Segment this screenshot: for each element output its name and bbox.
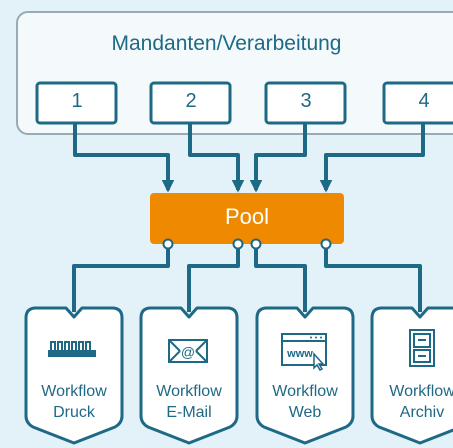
client-label-3: 3 bbox=[300, 90, 312, 112]
workflow-title: Workflow bbox=[389, 383, 453, 400]
client-boxes bbox=[35, 81, 453, 125]
client-connectors bbox=[73, 118, 425, 193]
workflow-subtitle: Druck bbox=[53, 404, 95, 421]
workflow-label-web: Workflow Web bbox=[255, 381, 355, 423]
diagram-title: Mandanten/Verarbeitung bbox=[111, 32, 342, 55]
workflow-label-email: Workflow E-Mail bbox=[139, 381, 239, 423]
printer-icon bbox=[48, 341, 96, 357]
connection-dot bbox=[320, 238, 332, 250]
workflow-title: Workflow bbox=[41, 383, 107, 400]
filing-cabinet-icon bbox=[409, 329, 435, 367]
workflow-shape-archiv bbox=[370, 306, 453, 445]
connector-workflow-archiv bbox=[324, 243, 422, 312]
pool-box bbox=[150, 193, 344, 244]
connection-dot bbox=[250, 238, 262, 250]
client-label-2: 2 bbox=[185, 90, 197, 112]
connector-workflow-email bbox=[187, 243, 240, 312]
workflow-label-druck: Workflow Druck bbox=[24, 381, 124, 423]
workflow-title: Workflow bbox=[156, 383, 222, 400]
connector-client-2 bbox=[188, 118, 245, 193]
email-icon: @ bbox=[168, 339, 208, 363]
workflow-subtitle: E-Mail bbox=[166, 404, 212, 421]
client-label-1: 1 bbox=[71, 90, 83, 112]
connector-client-1 bbox=[73, 118, 175, 193]
pool-label: Pool bbox=[224, 204, 270, 229]
svg-text:www: www bbox=[286, 348, 313, 360]
client-label-4: 4 bbox=[418, 90, 430, 112]
client-box-4 bbox=[382, 81, 453, 125]
web-browser-icon: www bbox=[281, 333, 327, 371]
connector-workflow-druck bbox=[72, 243, 170, 312]
workflow-label-archiv: Workflow Archiv bbox=[372, 381, 453, 423]
svg-text:@: @ bbox=[181, 344, 195, 360]
connector-workflow-web bbox=[254, 243, 307, 312]
workflow-title: Workflow bbox=[272, 383, 338, 400]
connection-dot bbox=[162, 238, 174, 250]
connector-client-3 bbox=[249, 118, 307, 193]
client-box-3 bbox=[264, 81, 347, 125]
client-box-2 bbox=[149, 81, 232, 125]
client-box-1 bbox=[35, 81, 118, 125]
workflow-subtitle: Archiv bbox=[399, 404, 445, 421]
workflow-shape-email bbox=[139, 306, 239, 445]
workflow-subtitle: Web bbox=[288, 404, 322, 421]
connector-client-4 bbox=[319, 118, 425, 193]
connection-dot bbox=[232, 238, 244, 250]
workflow-connectors bbox=[72, 243, 422, 312]
pool-connection-dots bbox=[162, 238, 332, 250]
